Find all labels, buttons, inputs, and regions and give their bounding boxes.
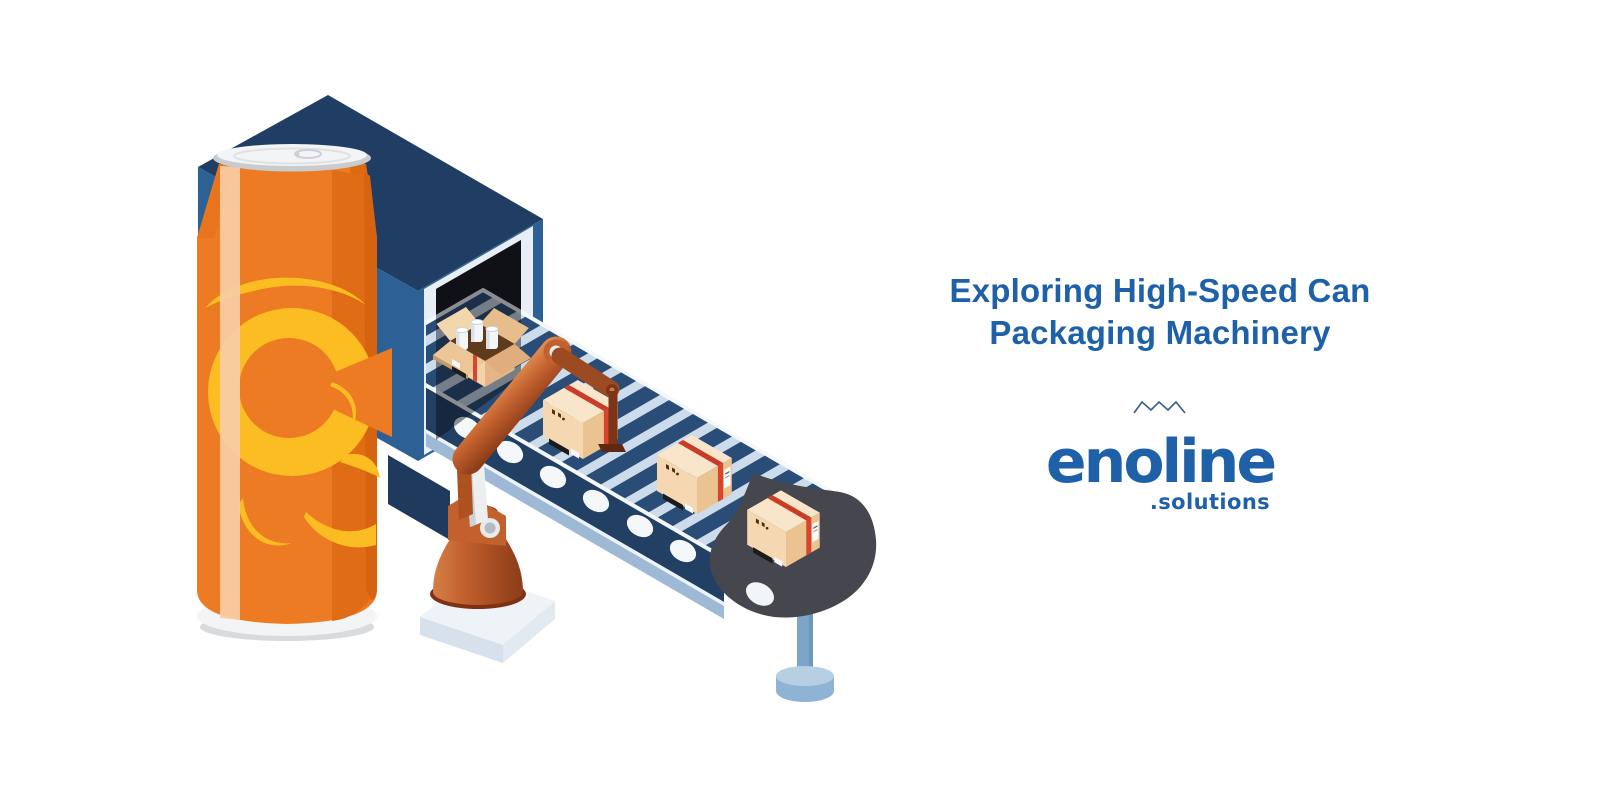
brand-logo: enoline .solutions xyxy=(1045,426,1277,514)
page-title: Exploring High-Speed Can Packaging Machi… xyxy=(880,270,1440,354)
can-swirl xyxy=(205,277,392,548)
beverage-can xyxy=(197,144,392,641)
robot-forearm xyxy=(551,347,620,398)
cans-in-box xyxy=(455,319,499,350)
title-line-2: Packaging Machinery xyxy=(989,313,1331,351)
logo-wordmark: enoline xyxy=(1045,426,1277,497)
logo-suffix: .solutions xyxy=(1149,489,1271,514)
title-line-1: Exploring High-Speed Can xyxy=(949,272,1371,309)
open-box-with-cans xyxy=(433,307,531,387)
can-highlight xyxy=(220,166,240,620)
can-lid xyxy=(213,144,371,172)
zigzag-icon xyxy=(1133,400,1186,414)
hero-text-panel: Exploring High-Speed Can Packaging Machi… xyxy=(880,270,1440,514)
robotic-arm xyxy=(420,336,626,663)
belt-side-holes xyxy=(453,416,697,563)
robot-boom xyxy=(452,336,572,475)
